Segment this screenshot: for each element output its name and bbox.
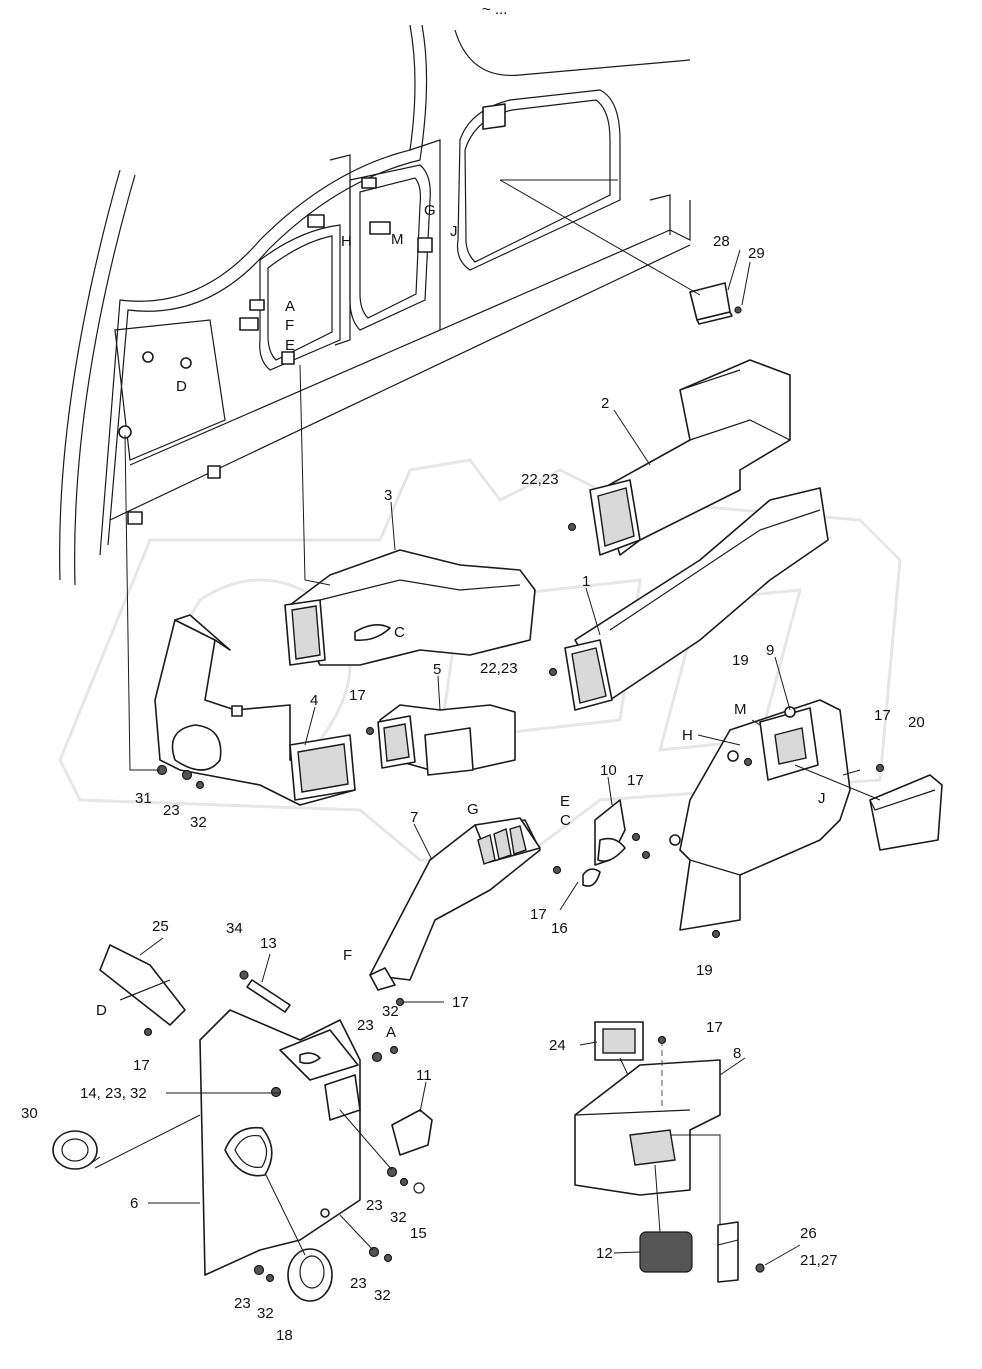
ref-J-panel: J [818,790,826,807]
callout-25: 25 [152,918,169,935]
ref-D-bracket: D [96,1002,107,1019]
callout-23-d: 23 [350,1275,367,1292]
part-11-cover [391,1109,433,1156]
callout-16: 16 [551,920,568,937]
frame-brackets [118,177,433,525]
callout-23-e: 23 [234,1295,251,1312]
part-26-bracket [717,1221,765,1283]
callout-32-d: 32 [374,1287,391,1304]
part-24-plate [594,1021,644,1061]
ref-A-panel: A [386,1024,396,1041]
callout-17-e: 17 [452,994,469,1011]
callout-19-b: 19 [696,962,713,979]
ref-C-bracket: C [560,812,571,829]
ref-E-frame: E [285,337,295,354]
part-4-duct [154,614,356,806]
callout-32-a: 32 [190,814,207,831]
ref-H-panel: H [682,727,693,744]
callout-21-27: 21,27 [800,1252,838,1269]
ref-H-frame: H [341,233,352,250]
ref-A-frame: A [285,298,295,315]
callout-28: 28 [713,233,730,250]
ref-D-frame: D [176,378,187,395]
ref-G-frame: G [424,202,436,219]
callout-23-a: 23 [163,802,180,819]
part-10-bracket [582,799,626,887]
part-2-duct [589,359,791,556]
part-3-duct [284,549,536,666]
part-5-duct [377,704,516,776]
callout-22-23-b: 22,23 [480,660,518,677]
callout-1: 1 [582,573,590,590]
ref-C-duct: C [394,624,405,641]
callout-34: 34 [226,920,243,937]
part-28-pad [499,179,742,325]
ref-F-duct: F [343,947,352,964]
callout-32-c: 32 [390,1209,407,1226]
part-8-panel [574,1059,721,1196]
callout-9: 9 [766,642,774,659]
ref-E-bracket: E [560,793,570,810]
part-6-panel [199,1009,361,1276]
header-mark: ~ ... [482,1,507,18]
callout-10: 10 [600,762,617,779]
connection-lines [94,364,721,1256]
callout-22-23-a: 22,23 [521,471,559,488]
callout-4: 4 [310,692,318,709]
part-30-ring [52,1130,98,1170]
callout-20: 20 [908,714,925,731]
callout-7: 7 [410,809,418,826]
callout-17-f: 17 [133,1057,150,1074]
callout-14-23-32: 14, 23, 32 [80,1085,147,1102]
callout-3: 3 [384,487,392,504]
callout-11: 11 [416,1067,432,1084]
callout-13: 13 [260,935,277,952]
part-1-duct [564,487,829,711]
callout-17-g: 17 [706,1019,723,1036]
callout-17-b: 17 [874,707,891,724]
ref-F-frame: F [285,317,294,334]
callout-32-b: 32 [382,1003,399,1020]
part-9-panel [669,699,851,931]
callout-labels: ~ ... 2 1 3 4 5 6 7 8 9 10 11 12 13 14, … [21,1,925,1344]
callout-15: 15 [410,1225,427,1242]
callout-24: 24 [549,1037,566,1054]
callout-26: 26 [800,1225,817,1242]
part-18-cup [287,1248,333,1302]
callout-31: 31 [135,790,152,807]
part-13-rod [239,970,291,1013]
ref-M-frame: M [391,231,404,248]
callout-8: 8 [733,1045,741,1062]
callout-19-a: 19 [732,652,749,669]
ref-G-duct: G [467,801,479,818]
callout-17-d: 17 [530,906,547,923]
callout-2: 2 [601,395,609,412]
callout-6: 6 [130,1195,138,1212]
ref-M-panel: M [734,701,747,718]
callout-17-c: 17 [627,772,644,789]
callout-29: 29 [748,245,765,262]
part-25-bracket [99,944,186,1026]
callout-23-c: 23 [366,1197,383,1214]
callout-23-b: 23 [357,1017,374,1034]
fasteners [143,522,885,1283]
cab-frame [59,24,691,586]
callout-5: 5 [433,661,441,678]
part-20-box [794,764,943,851]
callout-leaders [89,179,861,1266]
reference-letters: G H M J A F E D C M H J E C G F D A [96,202,826,1041]
callout-18: 18 [276,1327,293,1344]
callout-30: 30 [21,1105,38,1122]
part-7-duct [369,817,541,991]
callout-12: 12 [596,1245,613,1262]
callout-17-a: 17 [349,687,366,704]
ref-J-frame: J [450,223,458,240]
callout-32-e: 32 [257,1305,274,1322]
part-12-pad [639,1231,693,1273]
